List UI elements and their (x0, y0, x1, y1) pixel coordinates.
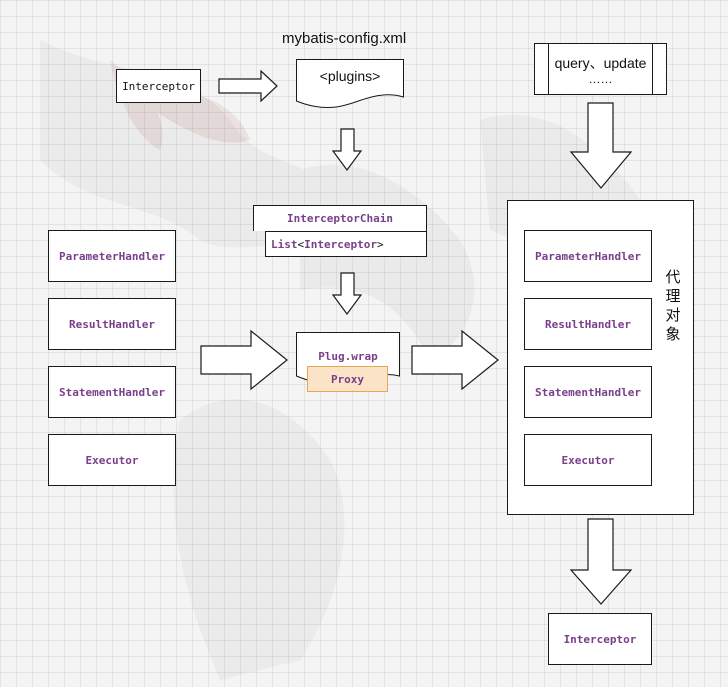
plugins-document: <plugins> (296, 59, 404, 111)
sql-methods-box: query、update …… (534, 43, 667, 95)
interceptor-list-prefix: List (271, 237, 298, 251)
left-executor-label: Executor (85, 453, 139, 467)
right-executor-label: Executor (561, 453, 615, 467)
right-parameter-handler-label: ParameterHandler (535, 249, 641, 263)
interceptor-chain-title-box: InterceptorChain (253, 205, 427, 231)
plug-wrap-label: Plug.wrap (318, 350, 378, 363)
interceptor-source-box: Interceptor (116, 69, 201, 103)
interceptor-source-label: Interceptor (122, 79, 195, 93)
side-char-3: 对 (665, 306, 681, 324)
right-statement-handler-label: StatementHandler (535, 385, 641, 399)
interceptor-result-box: Interceptor (548, 613, 652, 665)
interceptor-chain-title: InterceptorChain (287, 212, 393, 225)
box-inner-left-rule (548, 44, 549, 94)
arrow-methods-to-proxy-objects (569, 102, 633, 189)
left-statement-handler-label: StatementHandler (59, 385, 165, 399)
right-result-handler: ResultHandler (524, 298, 652, 350)
proxy-label: Proxy (330, 372, 365, 386)
arrow-proxy-objects-to-interceptor (569, 518, 633, 605)
arrow-chain-to-wrap (331, 272, 363, 316)
left-parameter-handler-label: ParameterHandler (59, 249, 165, 263)
left-result-handler-label: ResultHandler (68, 317, 156, 331)
interceptor-result-label: Interceptor (563, 632, 637, 646)
interceptor-list-lt: < (297, 237, 305, 251)
methods-line-1: query、update (554, 55, 647, 71)
interceptor-list-type: Interceptor (304, 237, 377, 251)
interceptor-list-gt: > (376, 237, 384, 251)
arrow-interceptor-to-plugins (218, 69, 278, 103)
side-char-2: 理 (665, 287, 681, 305)
right-statement-handler: StatementHandler (524, 366, 652, 418)
interceptor-chain: InterceptorChain List<Interceptor> (253, 205, 427, 257)
right-executor: Executor (524, 434, 652, 486)
arrow-wrap-to-proxy-objects (411, 329, 499, 391)
left-statement-handler: StatementHandler (48, 366, 176, 418)
left-executor: Executor (48, 434, 176, 486)
arrow-handlers-to-wrap (200, 329, 288, 391)
arrow-plugins-to-chain (331, 128, 363, 172)
interceptor-list-box: List<Interceptor> (265, 231, 427, 257)
left-parameter-handler: ParameterHandler (48, 230, 176, 282)
side-char-4: 象 (665, 325, 681, 343)
box-inner-right-rule (652, 44, 653, 94)
proxy-box: Proxy (307, 366, 388, 392)
proxy-objects-side-label: 代 理 对 象 (664, 268, 682, 344)
plugins-tag: <plugins> (319, 68, 381, 84)
document-shape (296, 59, 404, 108)
left-result-handler: ResultHandler (48, 298, 176, 350)
config-file-title: mybatis-config.xml (282, 30, 407, 47)
right-parameter-handler: ParameterHandler (524, 230, 652, 282)
right-result-handler-label: ResultHandler (544, 317, 632, 331)
side-char-1: 代 (665, 268, 681, 286)
methods-line-2: …… (588, 72, 613, 86)
